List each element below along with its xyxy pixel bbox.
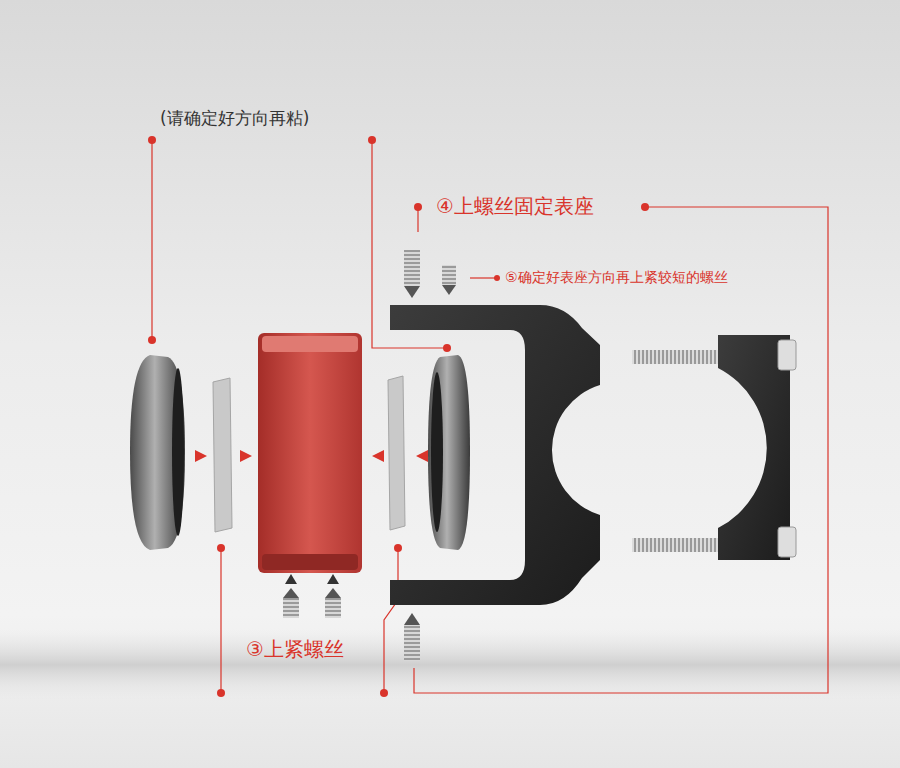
- arrow-head: [416, 450, 428, 462]
- leader-dot: [217, 689, 225, 697]
- leader-line: [470, 277, 496, 278]
- bolt-thread: [632, 350, 720, 364]
- leader-line: [220, 548, 221, 693]
- leader-dot: [368, 136, 376, 144]
- set-screw: [404, 625, 420, 661]
- screw-tip: [404, 613, 420, 625]
- leader-dot: [394, 544, 402, 552]
- bolt-head: [778, 527, 796, 557]
- arrow-head: [240, 450, 252, 462]
- leader-line: [384, 548, 398, 693]
- leader-dot: [494, 275, 500, 281]
- arrow-head: [285, 574, 297, 584]
- leader-dot: [217, 544, 225, 552]
- mount-disc-rim: [431, 372, 443, 532]
- leader-dot: [148, 136, 156, 144]
- arrow-head: [372, 450, 384, 462]
- arrow-head: [327, 574, 339, 584]
- adhesive-pad: [388, 376, 405, 530]
- adapter-block: [258, 333, 362, 573]
- leader-dots: [148, 136, 649, 697]
- callout-label: ④上螺丝固定表座: [436, 194, 594, 218]
- mount-disc: [428, 355, 470, 550]
- leader-dot: [414, 203, 422, 211]
- arrow-head: [195, 450, 207, 462]
- set-screws: [283, 250, 456, 661]
- set-screw: [325, 598, 341, 618]
- floor-shadow: [0, 630, 900, 700]
- leader-lines: [152, 140, 828, 693]
- adapter-bevel: [262, 554, 358, 570]
- screw-tip: [404, 286, 420, 298]
- adapter-bevel: [262, 336, 358, 352]
- leader-line: [151, 140, 152, 340]
- callout-label: ③上紧螺丝: [246, 637, 344, 661]
- holder-bracket: [390, 305, 600, 605]
- leader-dot: [380, 689, 388, 697]
- leader-line: [414, 207, 828, 693]
- callout-label: ⑤确定好表座方向再上紧较短的螺丝: [505, 269, 728, 286]
- set-screw: [442, 265, 456, 285]
- screw-tip: [283, 588, 299, 598]
- direction-arrows: [195, 450, 428, 462]
- screw-tip: [442, 285, 456, 295]
- adhesive-pad: [213, 378, 232, 532]
- watch-face-rim: [172, 368, 184, 536]
- leader-dot: [641, 203, 649, 211]
- set-screw: [283, 598, 299, 618]
- leader-dot: [443, 344, 451, 352]
- bolt-head: [778, 340, 796, 370]
- screw-tip: [325, 588, 341, 598]
- callout-label: (请确定好方向再粘): [160, 108, 309, 128]
- set-screw: [404, 250, 420, 286]
- bolt-thread: [632, 538, 720, 552]
- watch-face: [130, 355, 185, 550]
- leader-dot: [148, 336, 156, 344]
